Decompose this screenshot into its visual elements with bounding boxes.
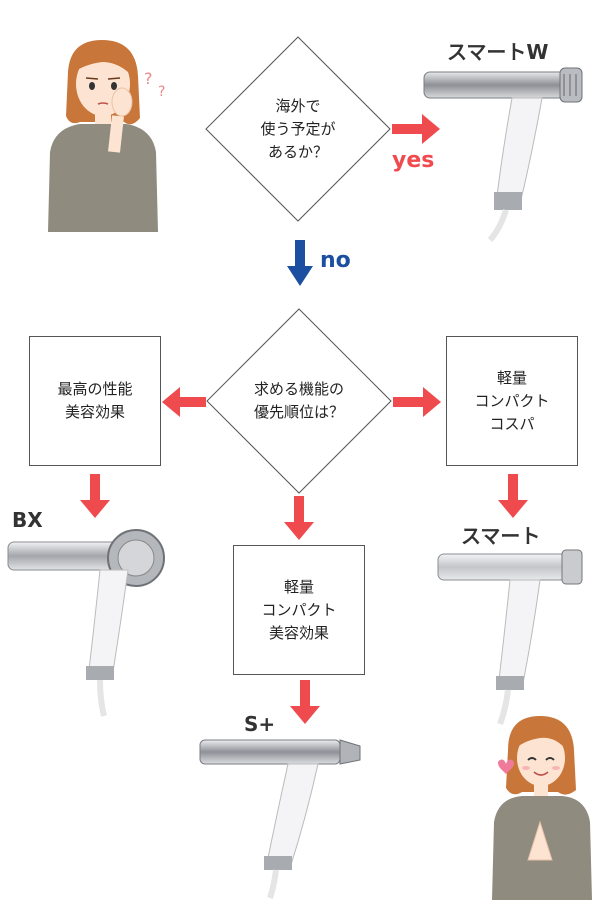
arrow-to-s-plus <box>290 680 320 724</box>
decision-overseas-line-3: あるか？ <box>267 142 328 161</box>
option-performance-line-2: 美容効果 <box>64 403 125 421</box>
option-value-line-3: コスパ <box>489 414 535 433</box>
product-label-s-plus: S+ <box>244 712 276 736</box>
arrow-to-center-box <box>284 496 314 540</box>
option-box-lightweight-beauty: 軽量 コンパクト 美容効果 <box>233 545 365 675</box>
diamond-shape <box>205 36 391 222</box>
decision-diamond-priority: 求める機能の 優先順位は？ <box>206 308 392 494</box>
arrow-to-smart <box>498 474 528 518</box>
arrow-to-right-box <box>393 387 441 417</box>
option-value-line-1: 軽量 <box>496 368 527 387</box>
option-performance-line-1: 最高の性能 <box>57 380 133 398</box>
option-beauty-line-1: 軽量 <box>283 577 314 596</box>
hair-dryer-smart-w-image <box>423 67 583 243</box>
svg-text:?: ? <box>144 69 153 88</box>
decision-priority-text: 求める機能の 優先順位は？ <box>206 308 392 494</box>
option-value-line-2: コンパクト <box>474 391 550 410</box>
decision-overseas-line-1: 海外で <box>275 96 321 115</box>
no-arrow <box>287 240 313 286</box>
product-label-bx: BX <box>12 508 43 532</box>
option-beauty-line-3: 美容効果 <box>268 623 329 642</box>
happy-woman-illustration <box>492 716 592 900</box>
product-label-smart-w: スマートW <box>447 40 549 64</box>
decision-overseas-text: 海外で 使う予定が あるか？ <box>205 36 391 222</box>
arrow-to-bx <box>80 474 110 518</box>
option-box-lightweight-value: 軽量 コンパクト コスパ <box>446 336 578 466</box>
option-box-performance: 最高の性能 美容効果 <box>29 336 161 466</box>
yes-arrow <box>392 114 440 144</box>
svg-text:?: ? <box>158 84 165 100</box>
no-label: no <box>320 248 351 273</box>
puzzled-woman-illustration: ? ? <box>48 40 165 232</box>
arrow-to-left-box <box>162 387 206 417</box>
decision-priority-line-1: 求める機能の <box>253 380 344 398</box>
hair-dryer-bx-image <box>7 529 165 717</box>
decision-overseas-line-2: 使う予定が <box>260 119 336 138</box>
product-label-smart: スマート <box>461 524 541 548</box>
hair-dryer-smart-image <box>437 549 583 726</box>
option-beauty-line-2: コンパクト <box>261 600 337 619</box>
yes-label: yes <box>392 148 435 173</box>
decision-diamond-overseas: 海外で 使う予定が あるか？ <box>205 36 391 222</box>
decision-priority-line-2: 優先順位は？ <box>253 403 344 421</box>
hair-dryer-s-plus-image <box>199 739 361 899</box>
diamond-shape-2 <box>206 308 392 494</box>
